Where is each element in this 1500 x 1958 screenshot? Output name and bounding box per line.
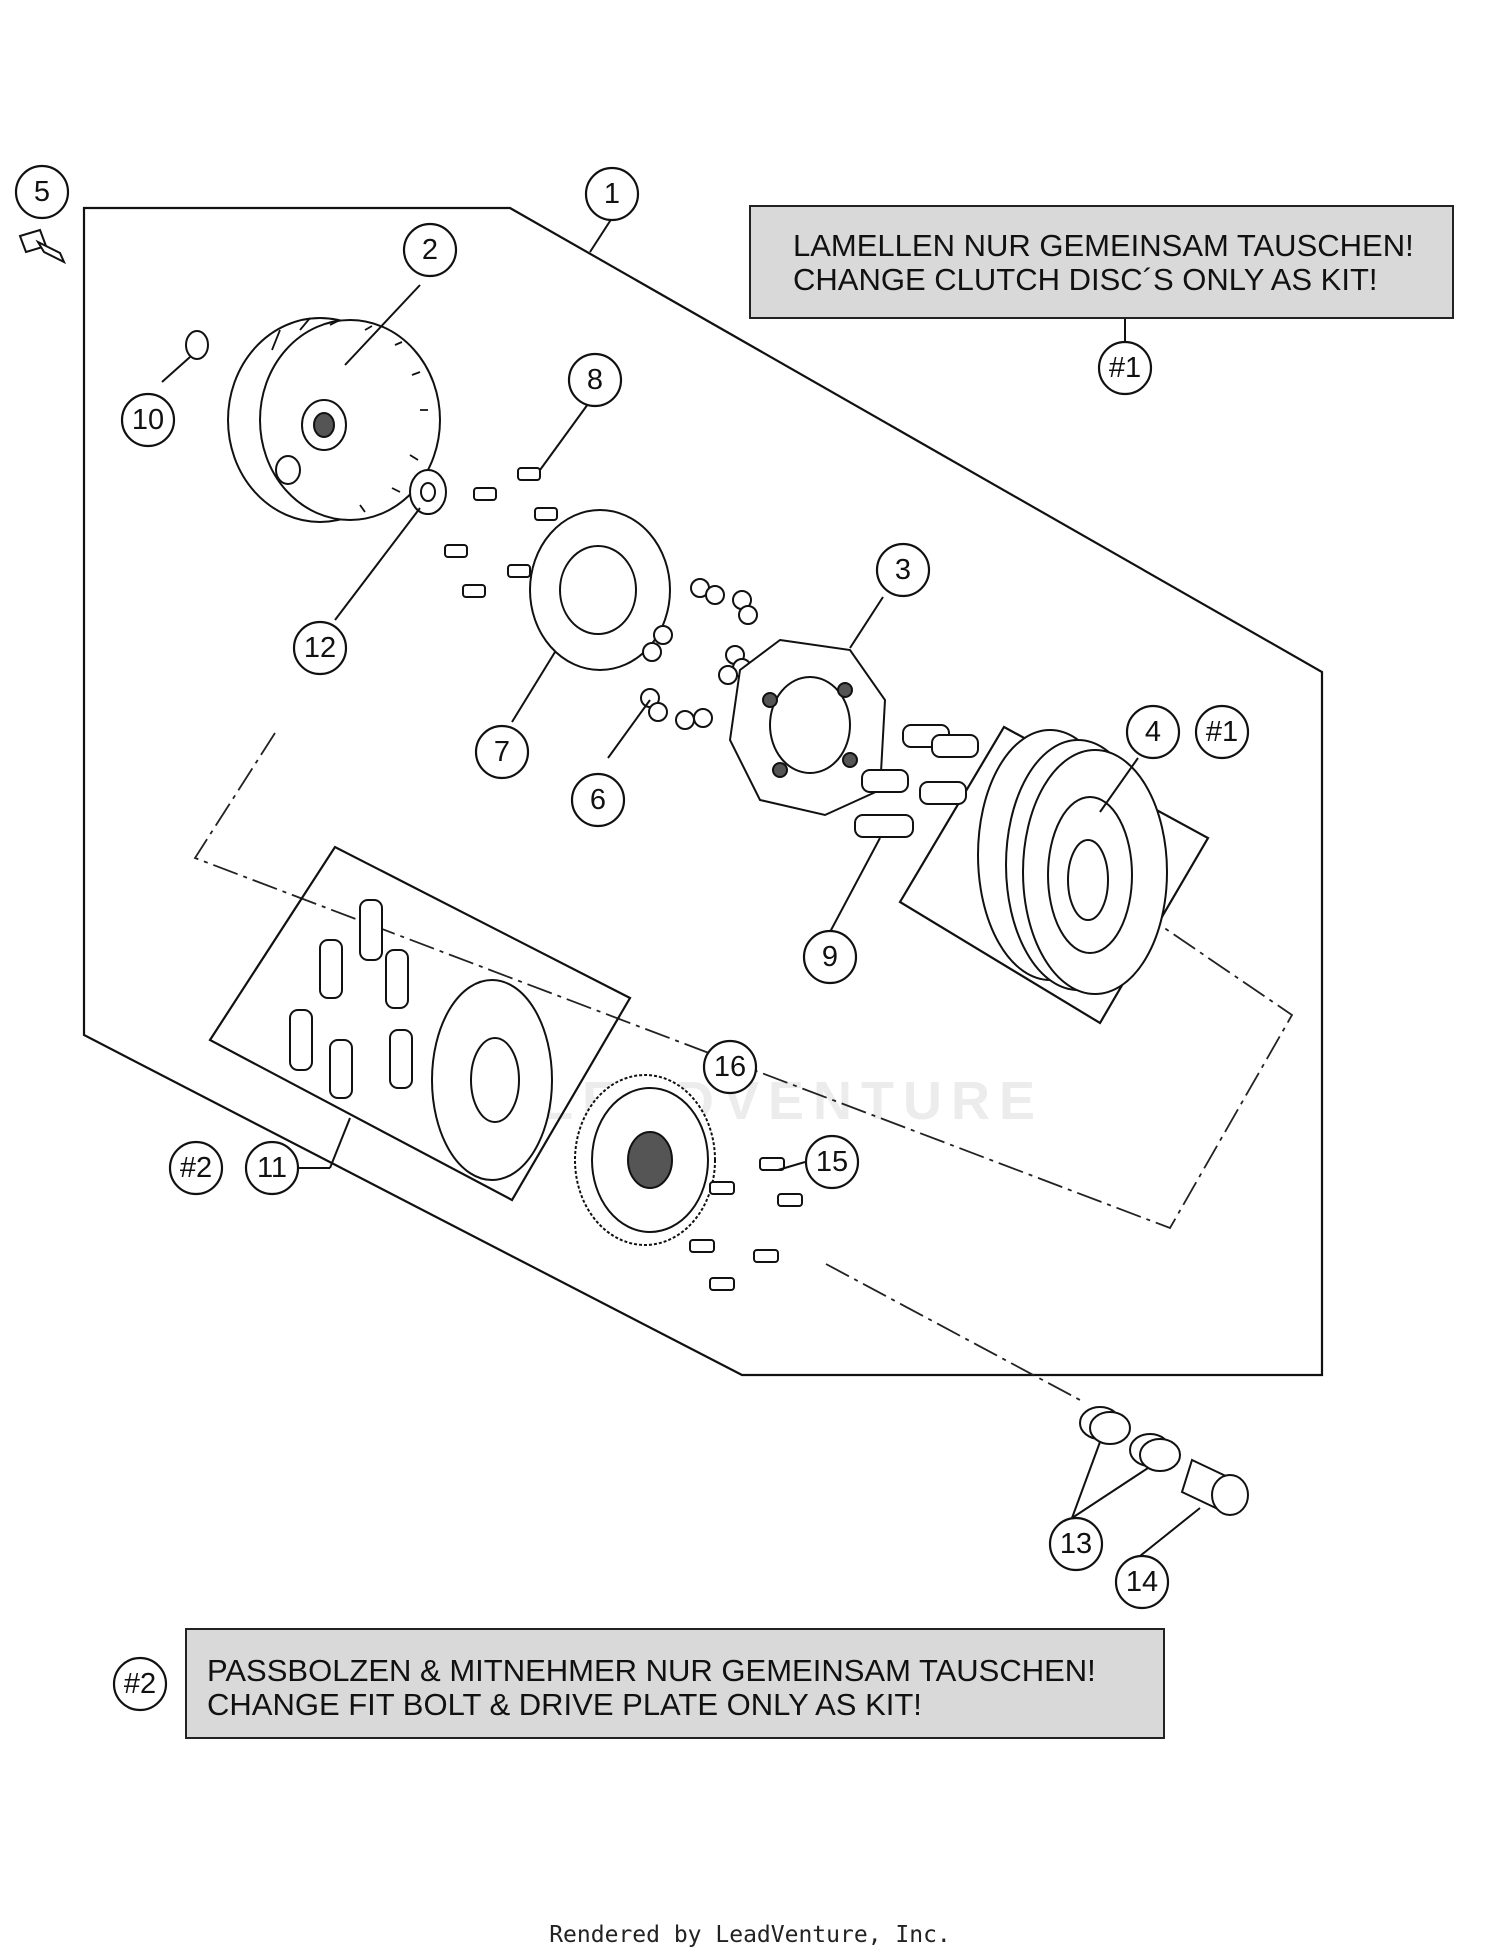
svg-text:8: 8: [587, 364, 603, 396]
kit-note-2-line-2: CHANGE FIT BOLT & DRIVE PLATE ONLY AS KI…: [207, 1687, 922, 1722]
callout-10: 10: [120, 392, 176, 448]
svg-text:#1: #1: [1109, 352, 1141, 384]
svg-text:15: 15: [816, 1146, 848, 1178]
sleeve-14: [1180, 1458, 1249, 1516]
callout-4: 4: [1125, 704, 1181, 760]
callout-3: 3: [875, 542, 931, 598]
footer-credit: Rendered by LeadVenture, Inc.: [549, 1922, 951, 1948]
kit-ref-1-note: #1: [1097, 340, 1153, 396]
guide-lines: [193, 732, 1294, 1401]
primary-gear-16: [574, 1074, 716, 1246]
callout-13: 13: [1048, 1516, 1104, 1572]
svg-text:16: 16: [714, 1051, 746, 1083]
leader-lines: [161, 217, 1201, 1557]
kit-ref-1-part4: #1: [1194, 704, 1250, 760]
clutch-disc-kit-box: [898, 725, 1210, 1025]
svg-text:7: 7: [494, 736, 510, 768]
washer-10: [185, 330, 209, 360]
callout-2: 2: [402, 222, 458, 278]
balls-6: [640, 578, 758, 730]
svg-text:#1: #1: [1206, 716, 1238, 748]
svg-text:6: 6: [590, 784, 606, 816]
callout-8: 8: [567, 352, 623, 408]
svg-text:2: 2: [422, 234, 438, 266]
callout-1: 1: [584, 166, 640, 222]
bolt-5: [18, 228, 67, 265]
svg-text:12: 12: [304, 632, 336, 664]
bushings-13: [1079, 1406, 1181, 1472]
fit-bolt-kit-box: [208, 845, 632, 1202]
svg-text:9: 9: [822, 941, 838, 973]
callout-14: 14: [1114, 1554, 1170, 1610]
kit-note-2: PASSBOLZEN & MITNEHMER NUR GEMEINSAM TAU…: [185, 1628, 1165, 1739]
kit-note-1: LAMELLEN NUR GEMEINSAM TAUSCHEN! CHANGE …: [749, 205, 1454, 319]
kit-note-1-line-2: CHANGE CLUTCH DISC´S ONLY AS KIT!: [793, 262, 1378, 297]
callout-6: 6: [570, 772, 626, 828]
callout-15: 15: [804, 1134, 860, 1190]
washer-12-hole: [420, 482, 436, 502]
callout-12: 12: [292, 620, 348, 676]
kit-note-1-line-1: LAMELLEN NUR GEMEINSAM TAUSCHEN!: [793, 228, 1414, 263]
bolts-8: [444, 467, 558, 598]
fit-bolts-drive-plate-11: [289, 899, 553, 1181]
springs-9: [854, 724, 979, 838]
svg-text:5: 5: [34, 176, 50, 208]
assembly-frame: [82, 206, 1324, 1377]
svg-text:1: 1: [604, 178, 620, 210]
callout-7: 7: [474, 724, 530, 780]
svg-text:#2: #2: [124, 1668, 156, 1700]
callout-5: 5: [14, 164, 70, 220]
kit-ref-2-part11: #2: [168, 1140, 224, 1196]
kit-ref-2-note: #2: [112, 1656, 168, 1712]
kit-note-2-line-1: PASSBOLZEN & MITNEHMER NUR GEMEINSAM TAU…: [207, 1653, 1096, 1688]
svg-text:#2: #2: [180, 1152, 212, 1184]
callout-16: 16: [702, 1039, 758, 1095]
callout-11: 11: [244, 1140, 300, 1196]
svg-text:10: 10: [132, 404, 164, 436]
callout-9: 9: [802, 929, 858, 985]
svg-text:14: 14: [1126, 1566, 1158, 1598]
pressure-plate-3: [728, 638, 887, 817]
svg-text:11: 11: [257, 1152, 287, 1184]
svg-text:3: 3: [895, 554, 911, 586]
drive-plate-7: [529, 509, 671, 671]
svg-text:4: 4: [1145, 716, 1161, 748]
clutch-basket-2: [227, 317, 441, 523]
screws-15: [689, 1157, 803, 1291]
svg-text:13: 13: [1060, 1528, 1092, 1560]
clutch-discs-4: [977, 729, 1168, 995]
